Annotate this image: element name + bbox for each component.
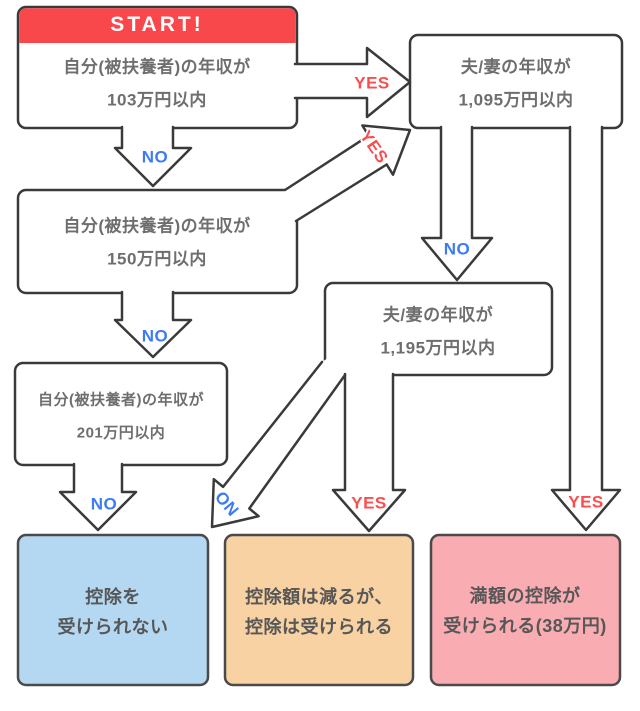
result-partial-deduction-box bbox=[223, 533, 415, 687]
result-partial-deduction-line1: 控除額は減るが、 bbox=[245, 587, 393, 607]
result-no-deduction-line2: 受けられない bbox=[57, 617, 169, 637]
node-self-201-line2: 201万円以内 bbox=[76, 424, 166, 442]
node-self-150-line2: 150万円以内 bbox=[107, 249, 207, 269]
result-full-deduction-line1: 満額の控除が bbox=[469, 586, 581, 606]
result-full-deduction-line2: 受けられる(38万円) bbox=[443, 616, 607, 636]
result-no-deduction-line1: 控除を bbox=[85, 587, 141, 607]
arrow-no-150-fill bbox=[115, 286, 191, 357]
result-full-deduction-box bbox=[429, 533, 622, 687]
node-spouse-1095-box bbox=[408, 33, 624, 130]
arrow-yes-right-outline bbox=[550, 125, 622, 532]
no-label-201-to-result: NO bbox=[90, 494, 118, 514]
node-self-103-line2: 103万円以内 bbox=[107, 90, 207, 110]
node-spouse-1095-line2: 1,095万円以内 bbox=[458, 90, 574, 110]
no-label-103-to-150: NO bbox=[141, 147, 169, 167]
node-spouse-1195-line1: 夫/妻の年収が bbox=[382, 305, 494, 325]
node-self-201-box bbox=[13, 361, 229, 467]
node-self-103-line1: 自分(被扶養者)の年収が bbox=[63, 57, 251, 77]
node-spouse-1195-box bbox=[323, 281, 554, 377]
node-self-201-line1: 自分(被扶養者)の年収が bbox=[38, 391, 204, 409]
node-self-150-line1: 自分(被扶養者)の年収が bbox=[63, 216, 251, 236]
arrow-yes-right-fill bbox=[552, 120, 620, 530]
result-no-deduction-box bbox=[16, 533, 210, 687]
arrow-yes-diagonal-outline bbox=[283, 124, 412, 223]
arrow-yes-horizontal-fill bbox=[292, 48, 410, 117]
node-spouse-1195-line2: 1,195万円以内 bbox=[380, 338, 496, 358]
node-self-150-box bbox=[16, 188, 299, 295]
yes-label-150-to-1095: YES bbox=[356, 126, 392, 168]
node-spouse-1095-line1: 夫/妻の年収が bbox=[460, 57, 572, 77]
yes-label-103-to-1095: YES bbox=[354, 73, 390, 93]
no-label-1095-to-1195: NO bbox=[443, 239, 471, 259]
start-title: START! bbox=[110, 13, 204, 36]
yes-label-1095-to-result: YES bbox=[568, 492, 604, 512]
yes-label-1195-to-result: YES bbox=[351, 493, 387, 513]
no-label-1195-to-result: NO bbox=[211, 486, 243, 520]
arrow-yes-diagonal-fill bbox=[284, 125, 410, 221]
arrow-no-150-outline bbox=[113, 290, 193, 359]
result-partial-deduction-line2: 控除は受けられる bbox=[245, 617, 393, 637]
arrow-yes-horizontal-outline bbox=[293, 46, 412, 119]
no-label-150-to-201: NO bbox=[141, 326, 169, 346]
